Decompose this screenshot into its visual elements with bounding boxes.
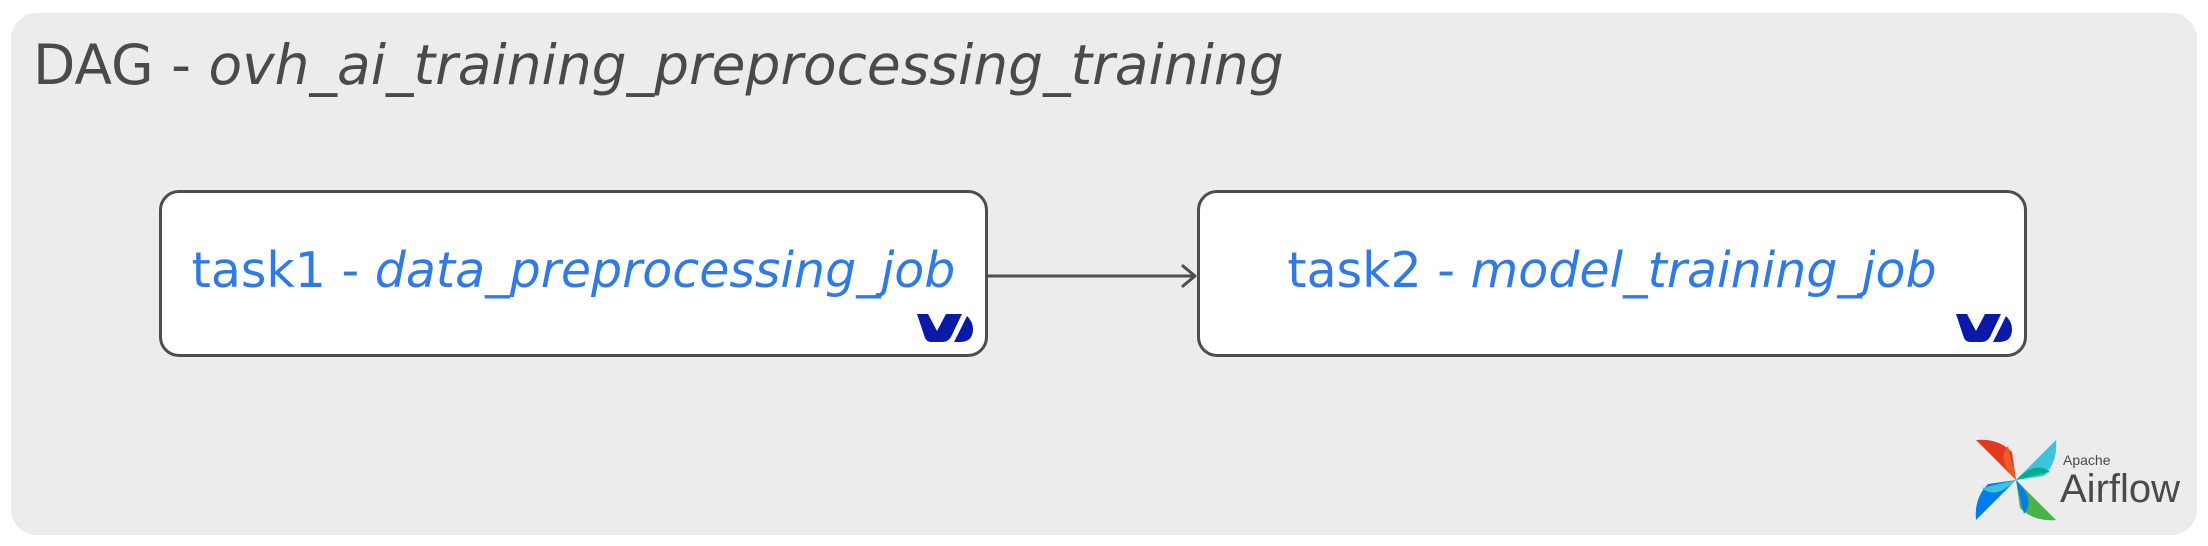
task-node-task1[interactable]: task1 - data_preprocessing_job [159,190,988,357]
dag-name: ovh_ai_training_preprocessing_training [208,33,1284,97]
dag-title: DAG - ovh_ai_training_preprocessing_trai… [33,30,1284,100]
dag-title-separator: - [153,33,209,97]
task-separator: - [325,242,375,299]
task-job-name: model_training_job [1470,242,1937,299]
ovh-logo-icon [917,314,973,342]
ovh-logo-icon [1956,314,2012,342]
task-node-task2[interactable]: task2 - model_training_job [1197,190,2027,357]
airflow-apache-label: Apache [2063,452,2111,468]
task-id: task1 [191,242,326,299]
airflow-product-label: Airflow [2060,467,2181,511]
dag-prefix: DAG [33,33,154,97]
task-job-name: data_preprocessing_job [374,242,956,299]
task-label: task2 - model_training_job [1200,239,2024,303]
task-id: task2 [1287,242,1422,299]
task-label: task1 - data_preprocessing_job [162,239,985,303]
airflow-pinwheel-icon [1975,439,2057,521]
task-separator: - [1421,242,1471,299]
